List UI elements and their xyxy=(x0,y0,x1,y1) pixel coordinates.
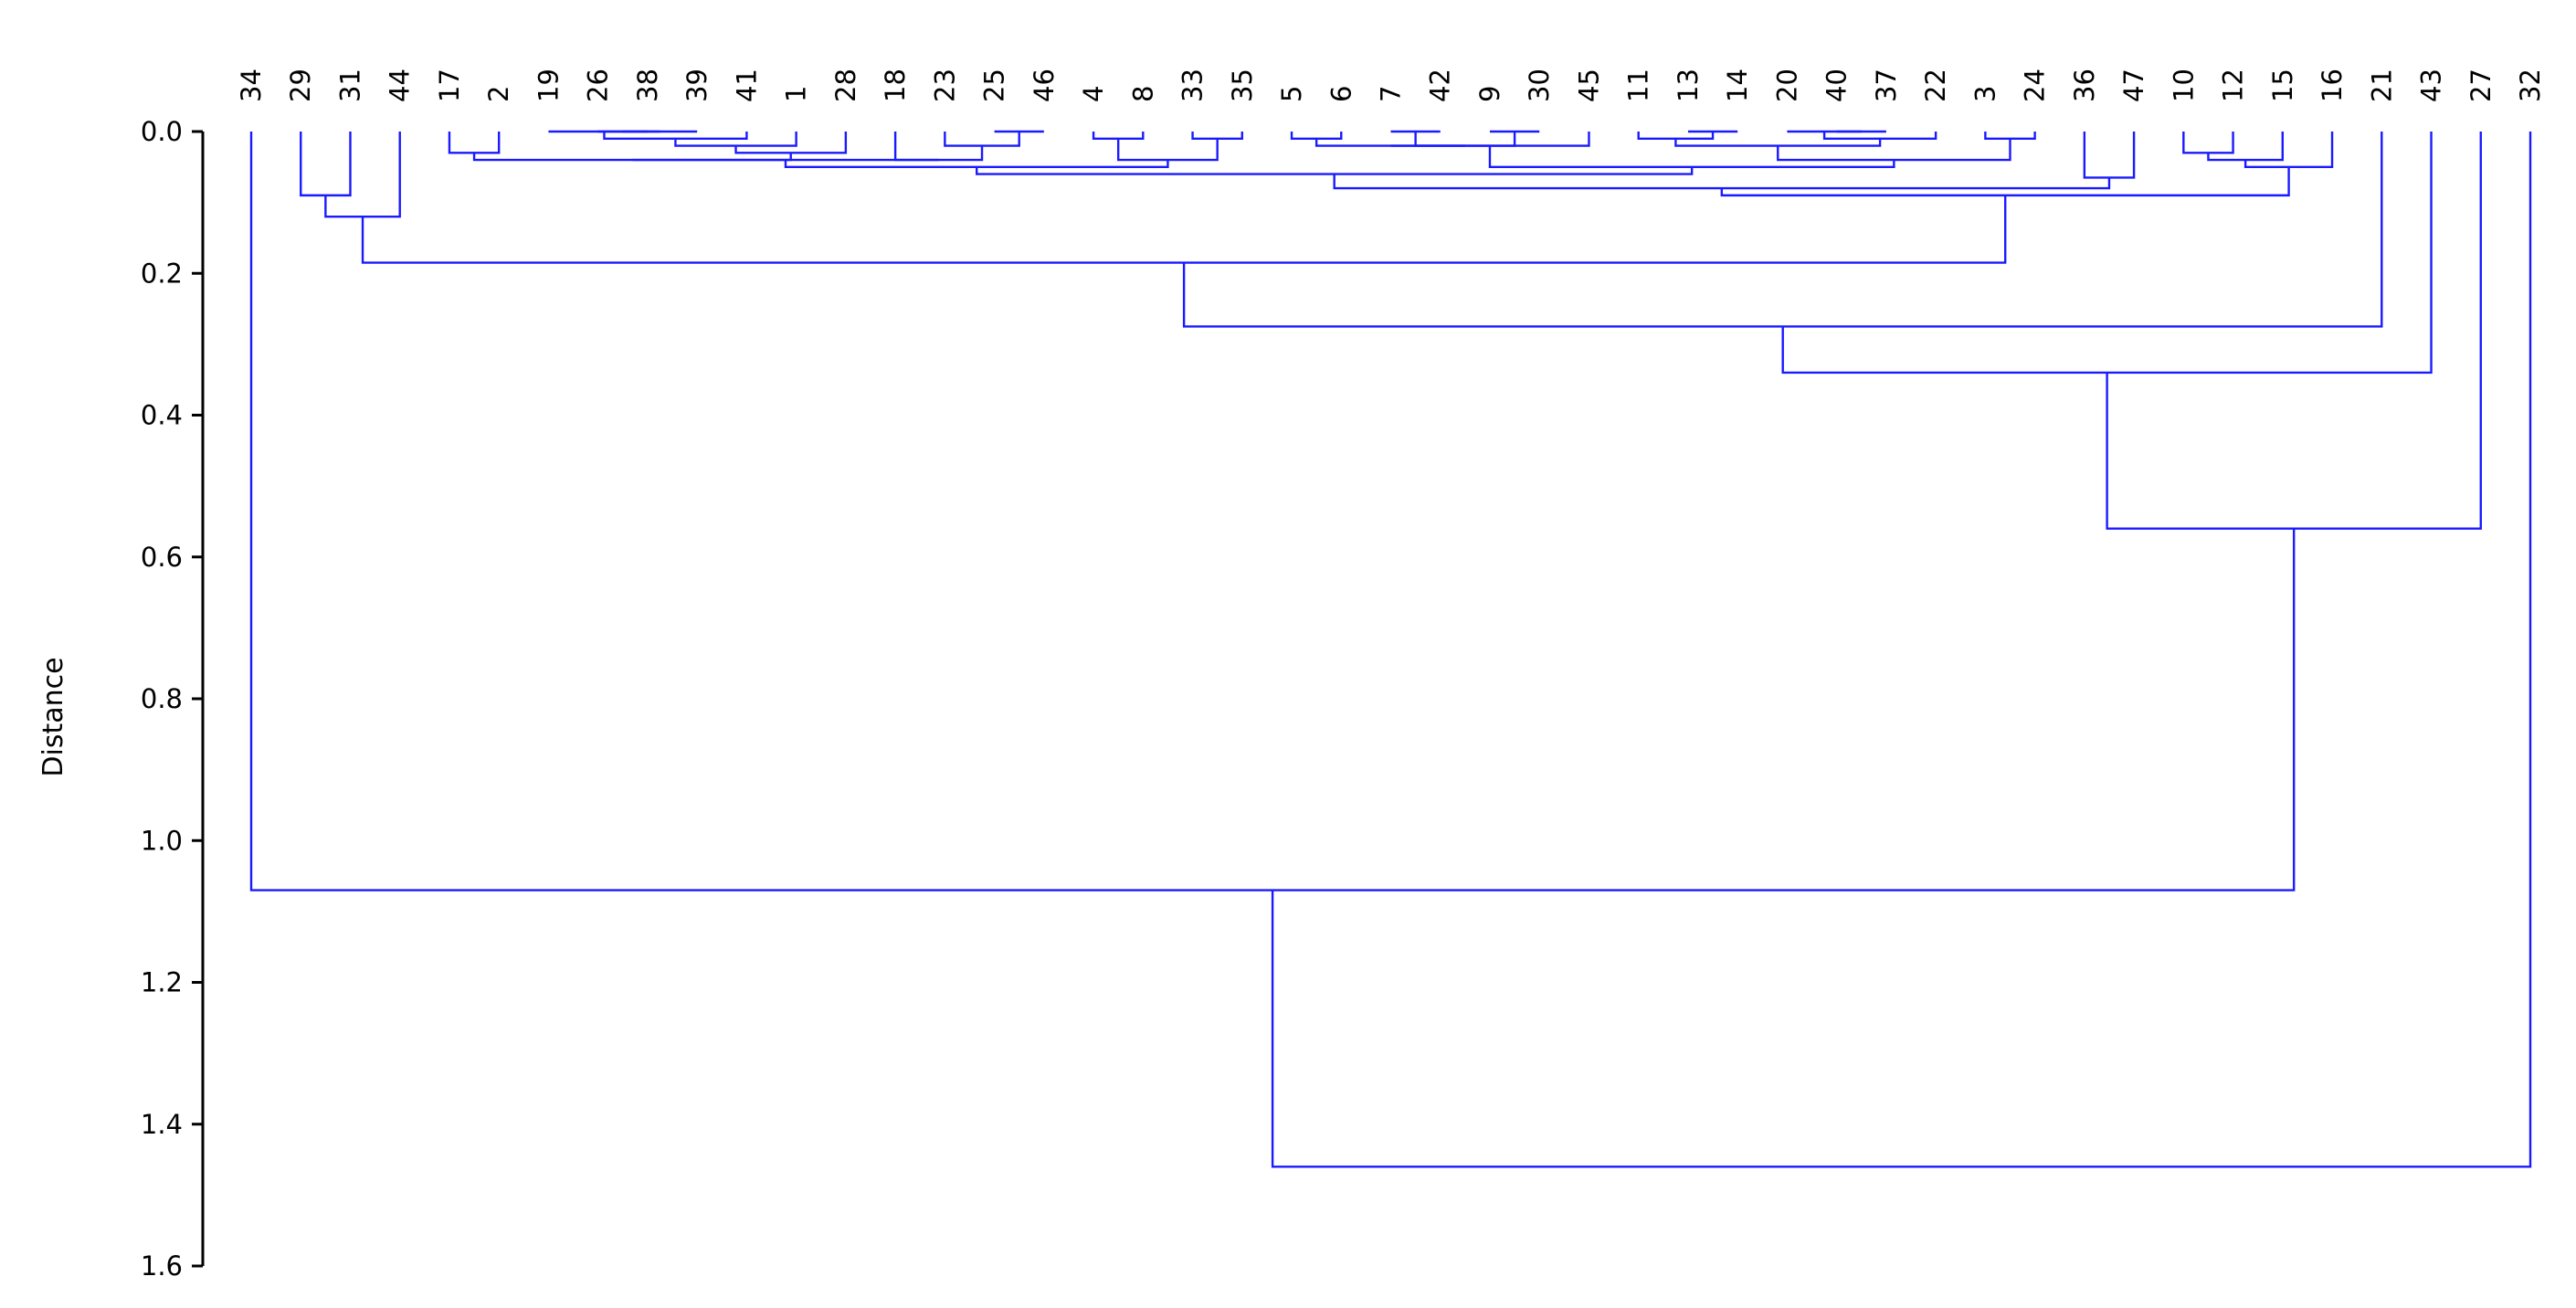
leaf-label: 1 xyxy=(781,86,812,102)
dendrogram-link xyxy=(472,153,792,162)
leaf-label: 15 xyxy=(2267,69,2298,102)
dendrogram-links xyxy=(249,130,2532,1168)
dendrogram-link xyxy=(361,195,2007,264)
dendrogram-link xyxy=(1777,138,2011,162)
leaf-label: 43 xyxy=(2416,69,2447,102)
leaf-label: 42 xyxy=(1425,69,1456,102)
leaf-label: 4 xyxy=(1078,86,1109,102)
leaf-label: 8 xyxy=(1127,86,1158,102)
y-tick-label: 1.2 xyxy=(141,967,183,998)
y-tick-label: 0.8 xyxy=(141,683,183,714)
leaf-label: 40 xyxy=(1821,69,1853,102)
dendrogram-link xyxy=(734,132,848,154)
leaf-label: 39 xyxy=(681,69,713,102)
dendrogram-link xyxy=(1191,132,1243,140)
dendrogram-link xyxy=(893,132,984,162)
leaf-label: 32 xyxy=(2515,69,2546,102)
leaf-label: 27 xyxy=(2465,69,2497,102)
leaf-label: 6 xyxy=(1325,86,1357,102)
leaf-label: 3 xyxy=(1969,86,2001,102)
dendrogram-link xyxy=(944,132,1020,147)
leaf-label: 46 xyxy=(1029,69,1060,102)
leaf-label: 23 xyxy=(929,69,960,102)
leaf-label: 20 xyxy=(1771,69,1802,102)
y-tick-label: 1.6 xyxy=(141,1250,183,1282)
y-axis: 0.0 0.2 0.4 0.6 0.8 1.0 1.2 1.4 1.6 xyxy=(141,116,205,1282)
y-tick-label: 0.0 xyxy=(141,116,183,147)
y-tick-label: 0.6 xyxy=(141,542,183,573)
dendrogram-link xyxy=(1116,138,1219,162)
leaf-label: 44 xyxy=(385,69,416,102)
leaf-label: 21 xyxy=(2366,69,2397,102)
y-axis-title: Distance xyxy=(37,657,69,776)
leaf-label: 5 xyxy=(1276,86,1307,102)
leaf-label: 9 xyxy=(1474,86,1505,102)
dendrogram-link xyxy=(2243,132,2334,169)
leaf-label: 17 xyxy=(434,69,465,102)
dendrogram-link xyxy=(1984,132,2036,140)
leaf-label: 28 xyxy=(830,69,861,102)
leaf-label: 31 xyxy=(334,69,365,102)
dendrogram-link xyxy=(324,132,401,218)
dendrogram-link xyxy=(2182,132,2234,154)
dendrogram-link xyxy=(1488,145,1895,169)
dendrogram-link xyxy=(1720,166,2290,197)
dendrogram-link xyxy=(300,132,352,197)
leaf-label: 26 xyxy=(583,69,614,102)
leaf-label: 33 xyxy=(1177,69,1209,102)
dendrogram-link xyxy=(1290,132,1343,140)
leaf-label: 13 xyxy=(1673,69,1704,102)
leaf-label: 10 xyxy=(2168,69,2199,102)
dendrogram-link xyxy=(1333,174,2111,190)
leaf-label: 2 xyxy=(483,86,514,102)
dendrogram-link xyxy=(2106,132,2482,530)
leaf-label: 45 xyxy=(1573,69,1604,102)
leaf-label: 19 xyxy=(533,69,564,102)
leaf-label: 30 xyxy=(1524,69,1555,102)
leaf-label: 36 xyxy=(2069,69,2100,102)
leaf-label: 38 xyxy=(632,69,663,102)
dendrogram-link xyxy=(1092,132,1145,140)
dendrogram-link xyxy=(249,132,2296,891)
leaf-label: 35 xyxy=(1227,69,1258,102)
dendrogram-link xyxy=(2207,132,2284,162)
y-tick-label: 1.0 xyxy=(141,825,183,856)
dendrogram-link xyxy=(603,132,748,140)
dendrogram-link xyxy=(1390,132,1590,147)
leaf-label: 22 xyxy=(1920,69,1951,102)
dendrogram-link xyxy=(1271,132,2532,1168)
leaf-label: 41 xyxy=(731,69,762,102)
y-tick-label: 0.4 xyxy=(141,400,183,431)
dendrogram-link xyxy=(2083,132,2136,179)
leaf-label: 47 xyxy=(2118,69,2149,102)
dendrogram-link xyxy=(1414,132,1516,147)
leaf-label: 29 xyxy=(285,69,316,102)
y-tick-label: 0.2 xyxy=(141,258,183,289)
leaf-label: 37 xyxy=(1871,69,1902,102)
leaf-label: 16 xyxy=(2317,69,2348,102)
leaf-label: 12 xyxy=(2218,69,2249,102)
leaf-label: 14 xyxy=(1722,69,1753,102)
leaf-label: 25 xyxy=(979,69,1010,102)
leaf-label: 7 xyxy=(1376,86,1407,102)
leaf-label: 34 xyxy=(236,69,267,102)
dendrogram-link xyxy=(1822,132,1937,140)
y-tick-label: 1.4 xyxy=(141,1109,183,1140)
leaf-label: 18 xyxy=(880,69,911,102)
dendrogram-link xyxy=(1637,132,1715,140)
leaf-label: 24 xyxy=(2020,69,2051,102)
leaf-label: 11 xyxy=(1623,69,1654,102)
dendrogram-link xyxy=(448,132,501,154)
